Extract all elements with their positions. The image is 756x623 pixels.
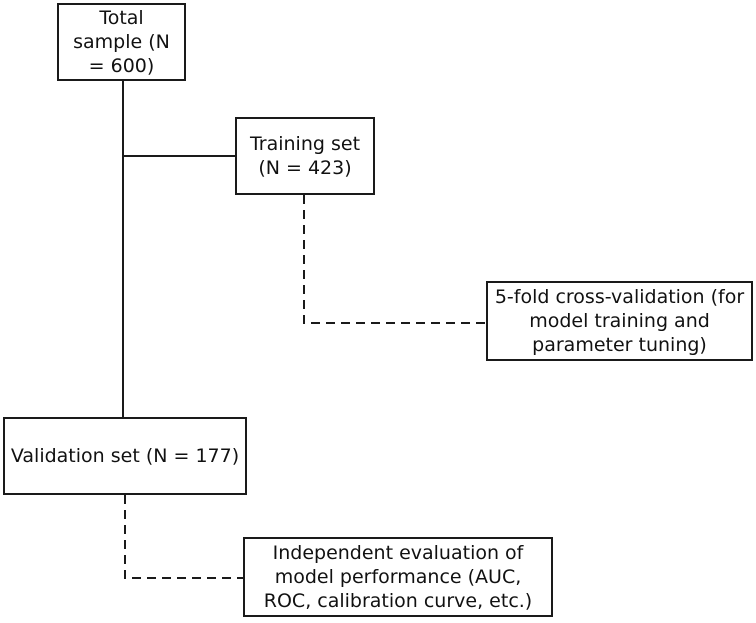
node-independent-evaluation-line-2: model performance (AUC, [274,566,522,588]
node-training-set-line-2: (N = 423) [258,157,352,179]
node-total-sample: Total sample (N = 600) [57,3,186,81]
node-validation-set-line-1: Validation set (N = 177) [10,445,240,467]
node-training-set-line-1: Training set [249,133,361,155]
node-independent-evaluation-line-3: ROC, calibration curve, etc.) [263,590,533,612]
node-cross-validation-line-3: parameter tuning) [532,334,707,356]
node-cross-validation: 5-fold cross-validation (for model train… [486,281,753,361]
node-total-sample-line-3: = 600) [88,55,155,77]
node-independent-evaluation-line-1: Independent evaluation of [272,542,524,564]
node-cross-validation-line-1: 5-fold cross-validation (for [494,286,745,308]
node-validation-set: Validation set (N = 177) [3,417,247,495]
node-total-sample-line-1: Total [99,7,144,29]
node-training-set: Training set (N = 423) [235,117,375,195]
node-independent-evaluation: Independent evaluation of model performa… [243,537,553,617]
edge-validation-to-evaluation [124,495,243,579]
node-total-sample-line-2: sample (N [73,31,170,53]
edge-training-to-crossvalidation [303,195,486,324]
node-cross-validation-line-2: model training and [529,310,710,332]
